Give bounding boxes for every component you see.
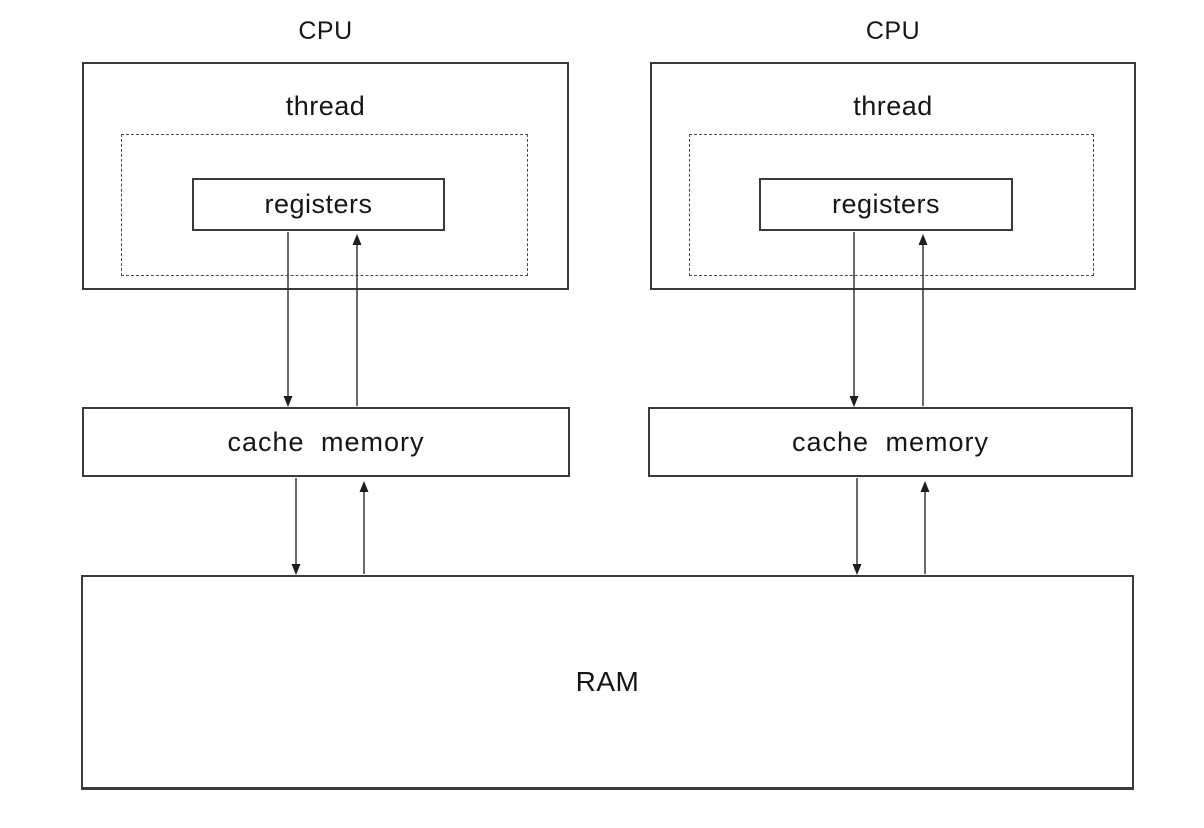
cpu1-thread-dashed-box <box>121 134 528 276</box>
cpu2-thread-label: thread <box>853 90 933 121</box>
cpu2-registers-box: registers <box>759 178 1013 231</box>
cpu2-box <box>650 62 1136 290</box>
arrow-cpu1-cache-to-ram <box>291 478 301 575</box>
arrow-cpu2-cache-to-ram <box>852 478 862 575</box>
cpu2-cache-memory-box: cache memory <box>648 407 1133 477</box>
cpu1-cache-memory-box: cache memory <box>82 407 570 477</box>
cpu1-registers-box: registers <box>192 178 445 231</box>
ram-box: RAM <box>81 575 1134 790</box>
cpu1-box <box>82 62 569 290</box>
arrow-ram-to-cpu1-cache <box>359 481 369 574</box>
arrow-ram-to-cpu2-cache <box>920 481 930 574</box>
cpu2-thread-dashed-box <box>689 134 1094 276</box>
cpu1-title: CPU <box>298 16 353 45</box>
cpu2-title: CPU <box>865 16 921 45</box>
cpu1-thread-label: thread <box>285 90 366 121</box>
